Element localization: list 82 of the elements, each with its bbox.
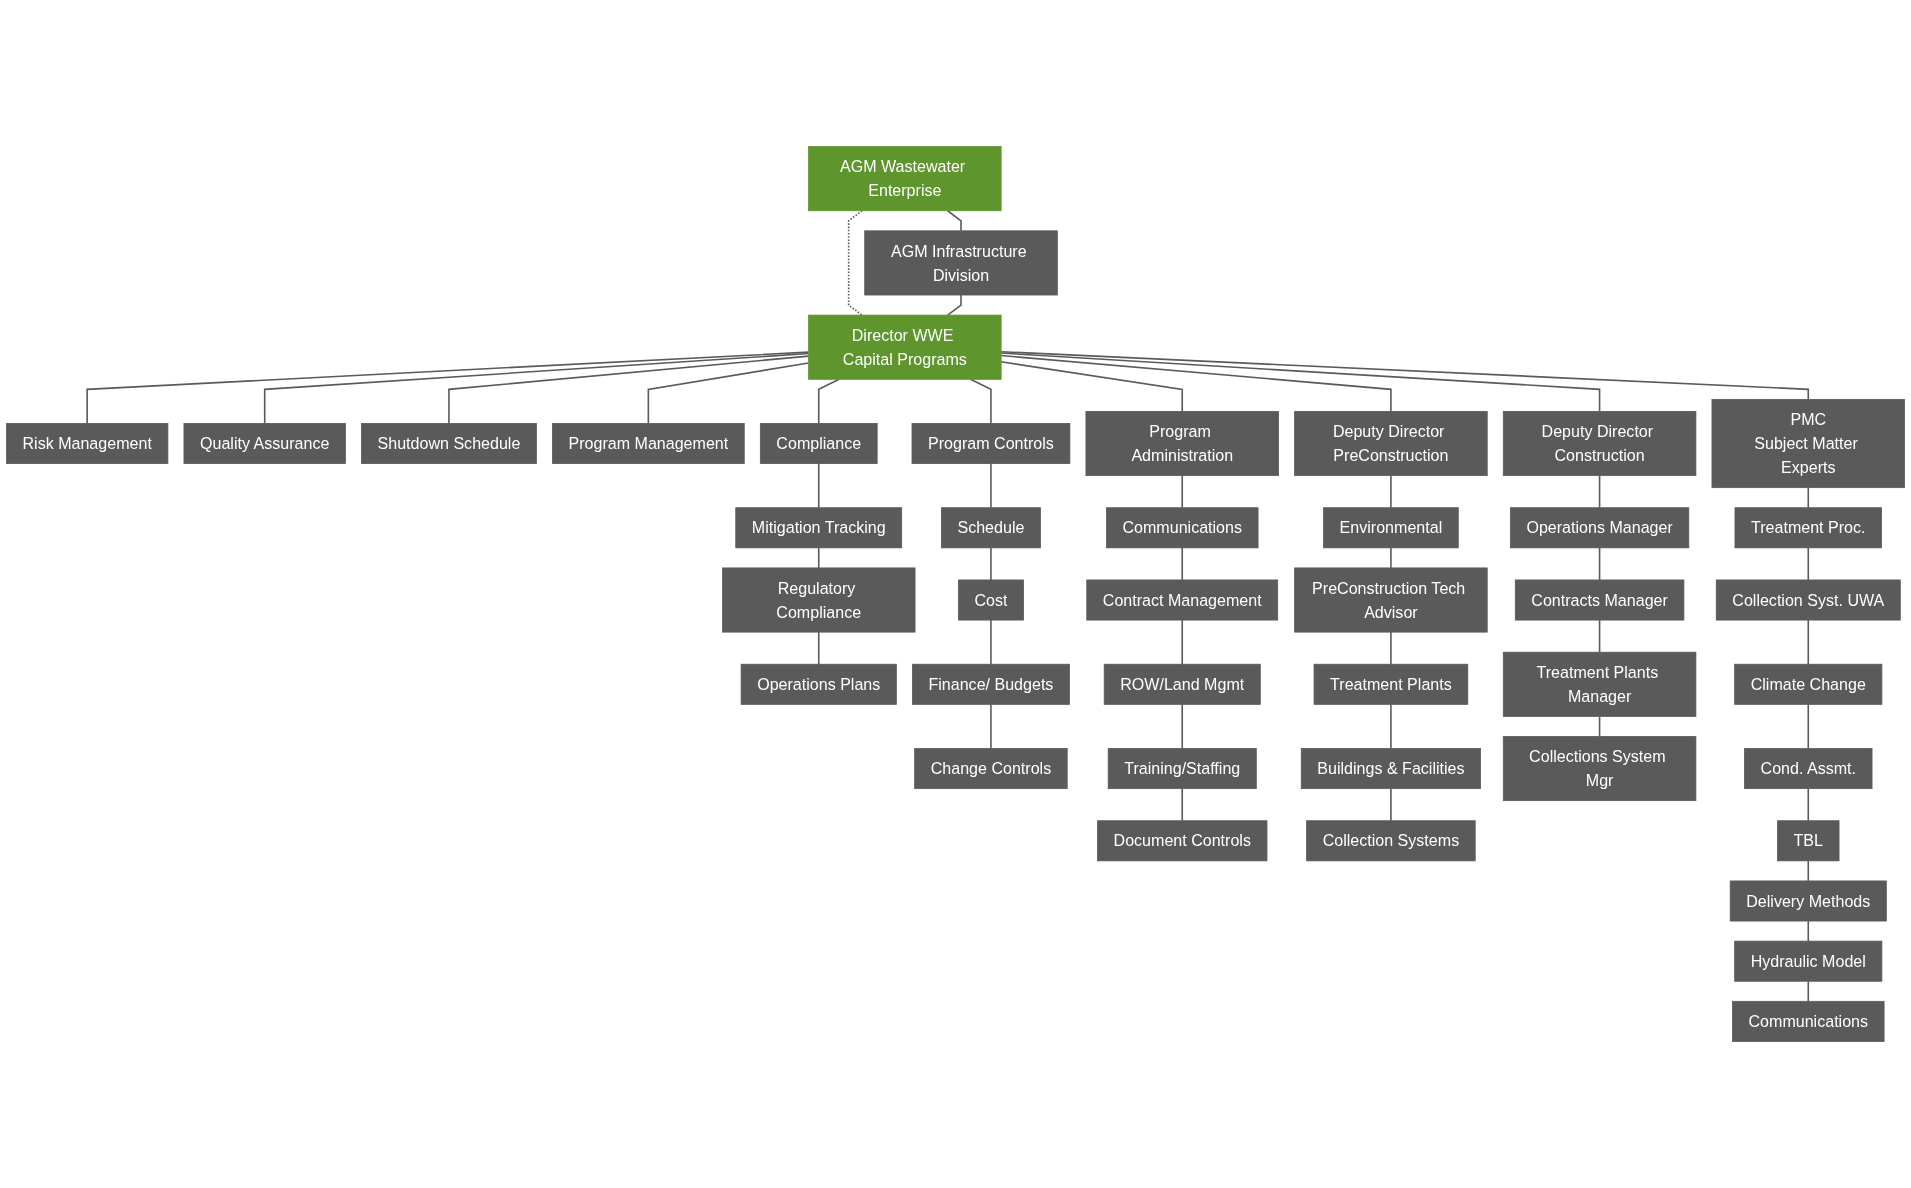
node-box: Climate Change: [1734, 663, 1883, 705]
connector: [1000, 350, 1810, 401]
connector: [1807, 920, 1810, 942]
node-box: Delivery Methods: [1729, 880, 1887, 922]
node-box: Environmental: [1323, 507, 1459, 549]
node-box: Document Controls: [1097, 820, 1268, 862]
connector: [1181, 619, 1184, 666]
node-box: PMC Subject Matter Experts: [1711, 398, 1905, 489]
node-box: Collection Systems: [1306, 820, 1476, 862]
connector: [86, 351, 810, 425]
connector: [1181, 547, 1184, 581]
node-box: TBL: [1777, 820, 1840, 862]
connector: [1807, 787, 1810, 822]
connector: [1390, 703, 1392, 750]
node-box: Cond. Assmt.: [1744, 748, 1873, 790]
node-box: Deputy Director Construction: [1502, 411, 1697, 476]
connector: [990, 619, 992, 666]
node-box: Communications: [1732, 1000, 1885, 1042]
node-box: Operations Plans: [740, 663, 897, 705]
node-box: Treatment Plants Manager: [1502, 651, 1697, 717]
connector: [946, 209, 962, 232]
node-box: Mitigation Tracking: [735, 507, 903, 549]
node-box: Schedule: [941, 507, 1041, 549]
node-box: AGM Wastewater Enterprise: [808, 146, 1002, 212]
node-box: Operations Manager: [1509, 507, 1690, 549]
connector: [1807, 703, 1810, 750]
node-box: Program Management: [552, 423, 745, 464]
connector: [817, 462, 820, 509]
node-box: AGM Infrastructure Division: [864, 230, 1058, 296]
connector: [263, 352, 810, 425]
connector: [1181, 703, 1184, 750]
connector: [1807, 619, 1810, 666]
connector: [847, 209, 863, 316]
connector: [990, 547, 992, 581]
connector: [1390, 631, 1392, 666]
node-box: Finance/ Budgets: [912, 663, 1070, 705]
node-box: Collections System Mgr: [1502, 736, 1697, 802]
node-box: Contracts Manager: [1514, 579, 1685, 621]
connector: [1598, 474, 1601, 509]
node-box: Change Controls: [914, 748, 1068, 790]
connector: [1807, 547, 1810, 581]
node-box: Cost: [957, 579, 1024, 621]
connector: [1598, 547, 1601, 581]
node-box: Treatment Plants: [1313, 663, 1469, 705]
connector: [817, 631, 820, 666]
connector: [1000, 361, 1184, 413]
connector: [1181, 787, 1184, 822]
connector: [1598, 715, 1601, 738]
node-box: Compliance: [759, 423, 878, 464]
node-box: Program Administration: [1085, 411, 1279, 476]
node-box: Director WWE Capital Programs: [808, 314, 1002, 380]
connector: [1390, 474, 1392, 509]
node-box: ROW/Land Mgmt: [1103, 663, 1261, 705]
connector: [1000, 352, 1601, 413]
node-box: Quality Assurance: [183, 423, 346, 464]
connector: [1390, 547, 1392, 569]
node-box: Contract Management: [1086, 579, 1279, 621]
node-box: Communications: [1106, 507, 1259, 549]
connector: [1807, 860, 1810, 882]
connector: [1390, 787, 1392, 822]
connector: [647, 362, 810, 425]
node-box: Risk Management: [6, 423, 169, 464]
connector: [448, 355, 810, 425]
connector: [1807, 486, 1810, 509]
node-box: Treatment Proc.: [1734, 507, 1882, 549]
node-box: Hydraulic Model: [1734, 940, 1883, 982]
node-box: Shutdown Schedule: [361, 423, 537, 464]
node-box: PreConstruction Tech Advisor: [1294, 567, 1488, 633]
node-box: Regulatory Compliance: [722, 567, 916, 633]
node-box: Training/Staffing: [1107, 748, 1257, 790]
node-box: Buildings & Facilities: [1300, 748, 1481, 790]
connector: [990, 703, 992, 750]
connector: [1598, 619, 1601, 653]
node-box: Program Controls: [911, 423, 1071, 464]
connector: [946, 294, 962, 316]
connector: [1000, 354, 1392, 413]
connector: [990, 462, 992, 509]
node-box: Collection Syst. UWA: [1715, 579, 1901, 621]
connector: [1181, 474, 1184, 509]
connector: [1807, 980, 1810, 1003]
connector: [817, 547, 820, 569]
node-box: Deputy Director PreConstruction: [1294, 411, 1488, 476]
